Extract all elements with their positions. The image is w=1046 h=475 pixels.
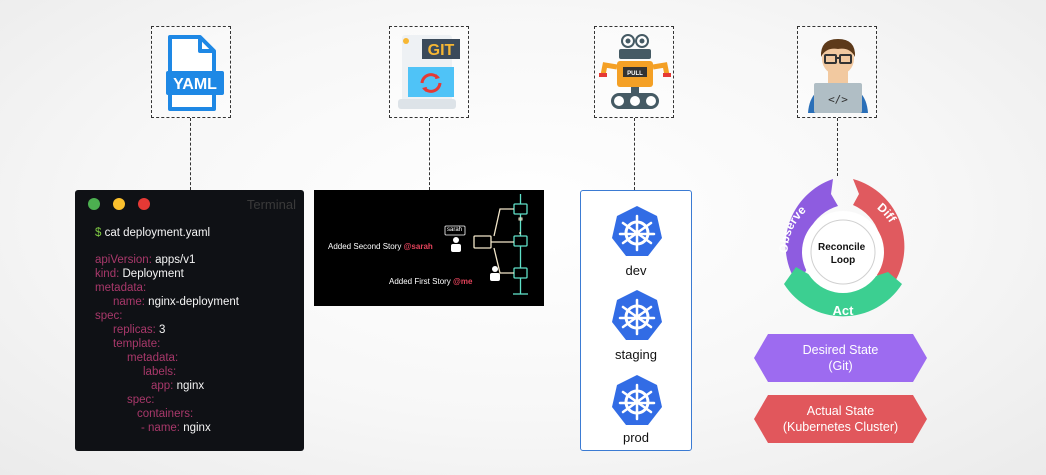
env-label-staging: staging — [615, 347, 657, 362]
kubernetes-icon — [612, 375, 662, 425]
robot-icon-box: PULL — [594, 26, 674, 118]
commit-message: Added Second Story — [328, 242, 402, 251]
yaml-line: spec: — [95, 310, 123, 322]
terminal-command: cat deployment.yaml — [104, 227, 211, 239]
env-label-dev: dev — [625, 263, 647, 278]
pull-label: PULL — [627, 71, 643, 77]
yellow-dot-icon — [113, 198, 125, 210]
kubernetes-icon — [612, 206, 662, 256]
observe-segment — [785, 179, 838, 285]
terminal-title-bar: Terminal — [75, 190, 304, 218]
developer-icon-box: </> — [797, 26, 877, 118]
git-graph — [444, 194, 528, 295]
git-icon-box: GIT — [389, 26, 469, 118]
yaml-line: apiVersion: apps/v1 — [95, 254, 196, 266]
reconcile-loop-diagram: Reconcile Loop Observe Diff Act — [776, 179, 905, 318]
green-dot-icon — [88, 198, 100, 210]
yaml-line: metadata: — [95, 282, 147, 294]
yaml-line: template: — [113, 338, 161, 350]
commit-author: @sarah — [403, 242, 433, 251]
yaml-line: - name: nginx — [141, 422, 211, 434]
kubernetes-icon — [612, 290, 662, 340]
diff-segment — [853, 179, 905, 289]
connector-git — [429, 118, 430, 190]
reconcile-title-line1: Reconcile — [818, 242, 866, 253]
desired-state-source: (Git) — [828, 359, 853, 373]
connector-robot — [634, 118, 635, 190]
yaml-line: labels: — [143, 366, 177, 378]
svg-text:Reconcile Loop: Reconcile Loop — [818, 242, 868, 266]
yaml-file-icon: YAML — [166, 35, 224, 111]
actual-state-banner: Actual State (Kubernetes Cluster) — [754, 395, 927, 443]
developer-laptop-icon: </> — [808, 39, 868, 113]
svg-text:</>: </> — [828, 93, 848, 106]
commit-author: @me — [453, 277, 473, 286]
connector-developer — [837, 118, 838, 176]
yaml-line: metadata: — [127, 352, 179, 364]
git-history-panel: sarah Added Second Story @sarah Added Fi… — [314, 190, 544, 306]
terminal-title: Terminal — [246, 197, 296, 212]
commit-second-story: Added Second Story @sarah — [328, 242, 433, 251]
env-label-prod: prod — [622, 430, 650, 445]
yaml-file-icon-box: YAML — [151, 26, 231, 118]
red-dot-icon — [138, 198, 150, 210]
actual-state-source: (Kubernetes Cluster) — [782, 420, 899, 434]
prompt-symbol: $ — [95, 227, 102, 239]
terminal-command-line: $ cat deployment.yaml — [95, 227, 210, 239]
desired-state-banner: Desired State (Git) — [754, 334, 927, 382]
actual-state-title: Actual State — [806, 404, 875, 418]
yaml-line: name: nginx-deployment — [113, 296, 239, 308]
reconcile-title-line2: Loop — [831, 255, 855, 266]
git-document-icon: GIT — [398, 35, 460, 109]
connector-yaml — [190, 118, 191, 190]
yaml-line: containers: — [137, 408, 194, 420]
environments-box: dev staging prod — [580, 190, 692, 451]
desired-state-title: Desired State — [802, 343, 879, 357]
commit-first-story: Added First Story @me — [389, 277, 472, 286]
git-label: GIT — [428, 42, 455, 59]
yaml-line: kind: Deployment — [95, 268, 184, 280]
git-tag: sarah — [447, 227, 463, 233]
yaml-line: app: nginx — [151, 380, 205, 392]
yaml-line: replicas: 3 — [113, 324, 166, 336]
commit-message: Added First Story — [389, 277, 451, 286]
yaml-line: spec: — [127, 394, 155, 406]
terminal-window: Terminal $ cat deployment.yaml apiVersio… — [75, 190, 304, 451]
robot-puller-icon: PULL — [599, 34, 671, 109]
yaml-label: YAML — [173, 76, 217, 93]
act-label: Act — [833, 303, 855, 318]
